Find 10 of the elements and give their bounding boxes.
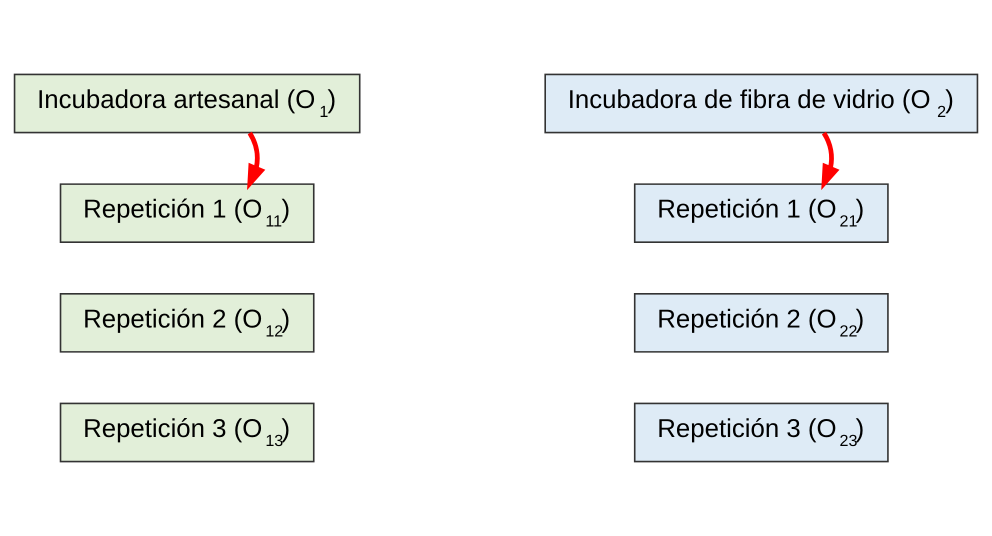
node-box: Repetición 2 (O$_{12}$): [60, 293, 315, 353]
node-box: Repetición 2 (O$_{22}$): [634, 293, 889, 353]
arrow: [821, 132, 840, 190]
node-box: Repetición 1 (O$_{21}$): [634, 183, 889, 243]
node-box: Repetición 1 (O$_{11}$): [60, 183, 315, 243]
node-box: Incubadora artesanal (O$_{1}$): [14, 74, 361, 134]
arrow: [247, 132, 266, 190]
node-box: Repetición 3 (O$_{13}$): [60, 402, 315, 462]
node-box: Repetición 3 (O$_{23}$): [634, 402, 889, 462]
node-box: Incubadora de fibra de vidrio (O$_{2}$): [544, 74, 978, 134]
